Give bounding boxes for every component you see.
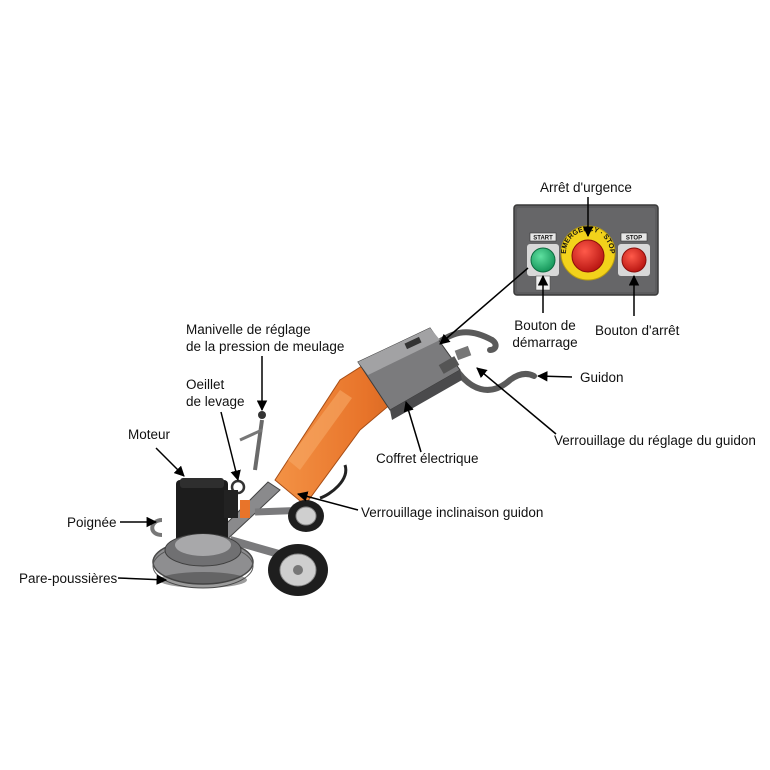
label-moteur: Moteur xyxy=(128,427,171,442)
callout-arrows xyxy=(117,197,640,585)
start-label: START xyxy=(533,236,553,242)
label-guidon: Guidon xyxy=(580,370,624,385)
label-manivelle: Manivelle de réglage de la pression de m… xyxy=(186,321,344,355)
label-verrouillage-inclinaison: Verrouillage inclinaison guidon xyxy=(361,505,544,520)
stop-label: STOP xyxy=(626,236,642,242)
arrow-verrouillage-reglage xyxy=(476,367,557,435)
arrow-verrouillage-inclinaison xyxy=(296,491,359,511)
arrow-moteur xyxy=(155,447,185,477)
label-coffret: Coffret électrique xyxy=(376,451,479,466)
control-panel: START EMERGENCY · STOP STOP xyxy=(513,204,659,296)
label-oeillet: Oeillet de levage xyxy=(186,376,245,410)
start-button-icon[interactable] xyxy=(530,247,556,273)
label-verrouillage-reglage: Verrouillage du réglage du guidon xyxy=(554,433,756,448)
arrow-oeillet xyxy=(220,411,241,482)
label-bouton-arret: Bouton d'arrêt xyxy=(595,323,680,338)
emergency-stop-icon[interactable] xyxy=(571,239,605,273)
label-poignee: Poignée xyxy=(67,515,117,530)
label-arret-urgence: Arrêt d'urgence xyxy=(540,180,632,195)
grinding-machine xyxy=(150,327,537,596)
label-oeillet-line2: de levage xyxy=(186,394,245,409)
stop-button-icon[interactable] xyxy=(621,247,647,273)
label-bouton-demarrage-line1: Bouton de xyxy=(514,318,576,333)
label-pare-poussieres: Pare-poussières xyxy=(19,571,118,586)
arrow-guidon xyxy=(536,371,573,382)
label-bouton-demarrage-line2: démarrage xyxy=(512,335,578,350)
arrow-coffret xyxy=(403,400,422,453)
label-bouton-demarrage: Bouton de démarrage xyxy=(510,317,580,351)
arrow-panel-link xyxy=(439,267,529,345)
label-manivelle-line1: Manivelle de réglage xyxy=(186,322,311,337)
arrow-pare-poussieres xyxy=(117,574,168,585)
label-oeillet-line1: Oeillet xyxy=(186,377,225,392)
label-manivelle-line2: de la pression de meulage xyxy=(186,339,345,354)
